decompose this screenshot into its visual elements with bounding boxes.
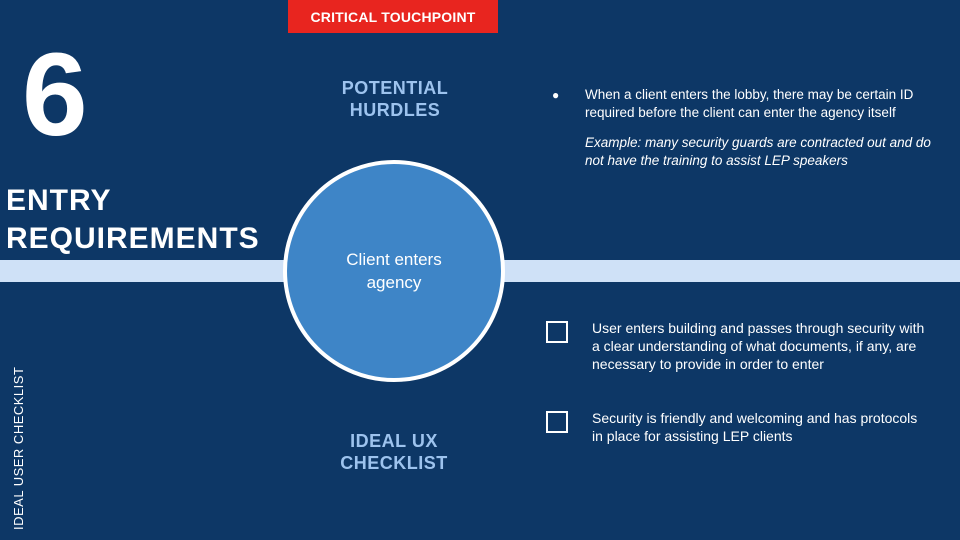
checklist-item: User enters building and passes through …	[546, 319, 931, 373]
section-title: ENTRY REQUIREMENTS	[6, 184, 260, 255]
checklist-item: Security is friendly and welcoming and h…	[546, 409, 931, 445]
list-item: ● When a client enters the lobby, there …	[552, 86, 932, 122]
hurdle-text: When a client enters the lobby, there ma…	[585, 87, 914, 120]
step-number: 6	[22, 29, 88, 161]
hurdle-example: Example: many security guards are contra…	[585, 135, 931, 168]
side-label-ideal-user-checklist: IDEAL USER CHECKLIST	[11, 366, 26, 530]
checklist-item-label: Security is friendly and welcoming and h…	[592, 410, 918, 444]
circle-label: Client enters agency	[346, 250, 442, 292]
checkbox-icon[interactable]	[546, 411, 568, 433]
ideal-ux-checklist-heading: IDEAL UX CHECKLIST	[340, 431, 448, 473]
bullet-icon: ●	[552, 88, 560, 102]
potential-hurdles-heading: POTENTIAL HURDLES	[341, 78, 449, 120]
critical-touchpoint-badge: CRITICAL TOUCHPOINT	[288, 0, 498, 33]
hurdles-list: ● When a client enters the lobby, there …	[552, 86, 932, 170]
touchpoint-circle: Client enters agency	[283, 160, 505, 382]
checkbox-icon[interactable]	[546, 321, 568, 343]
checklist-item-label: User enters building and passes through …	[592, 320, 925, 372]
